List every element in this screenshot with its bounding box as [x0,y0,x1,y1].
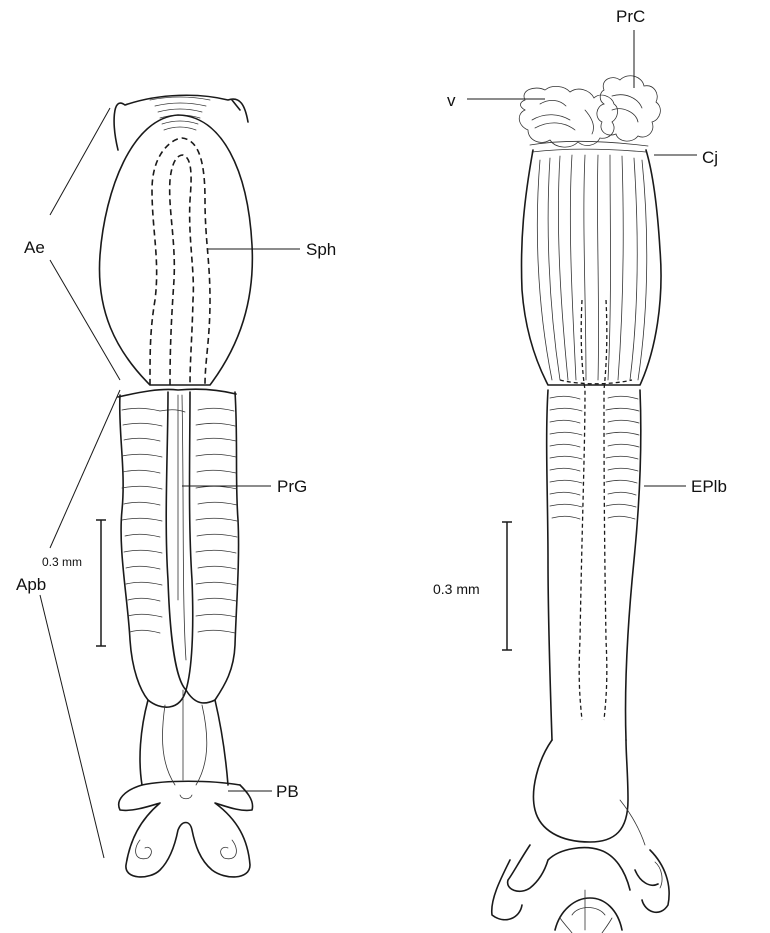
left-base-pb [140,690,240,785]
right-scale-bar [502,522,512,650]
left-cap-striations [150,97,210,130]
left-groove-inner [178,395,186,660]
ae-bracket-bottom [50,260,120,380]
left-bulb-ae [99,115,252,385]
right-scale-label: 0.3 mm [433,581,480,597]
right-labellum-detail [560,862,662,933]
right-canal-join [560,380,632,384]
right-canal-right [604,300,607,720]
label-v: v [447,91,456,110]
left-scale-label: 0.3 mm [42,555,82,569]
label-prc: PrC [616,7,645,26]
right-base-bulb [534,740,628,842]
label-pb: PB [276,782,299,801]
label-cj: Cj [702,148,718,167]
label-apb: Apb [16,575,46,594]
left-base-ridges [162,690,206,785]
apb-bracket-bottom [40,595,104,858]
right-tube-left-wall [547,390,552,740]
left-sphincter-outer [150,138,210,385]
left-groove-prg [166,392,193,690]
right-tube-annulations [550,396,639,519]
apb-bracket-top [50,390,120,548]
left-tube-annulations [122,408,237,633]
left-sphincter-inner [170,155,194,385]
right-bulb-fibers [537,155,646,380]
left-tube-left-wall [120,395,148,700]
label-prg: PrG [277,477,307,496]
right-canal-left [579,300,585,720]
left-scale-bar [96,520,106,646]
right-bulb [521,150,661,385]
right-collar [530,141,648,152]
left-apical-cap [114,95,248,150]
label-eplb: EPlb [691,477,727,496]
label-sph: Sph [306,240,336,259]
right-crown-v [519,86,617,147]
right-crown-prc [597,76,660,141]
left-tube-top [118,389,236,397]
left-specimen: Ae Sph PrG Apb PB 0.3 mm [16,95,336,877]
right-labellum [492,845,669,930]
right-crown-folds [532,95,642,134]
right-specimen: v PrC Cj EPlb 0.3 mm [433,7,727,933]
right-tube-right-wall [625,390,640,740]
label-ae: Ae [24,238,45,257]
ae-bracket-top [50,108,110,215]
